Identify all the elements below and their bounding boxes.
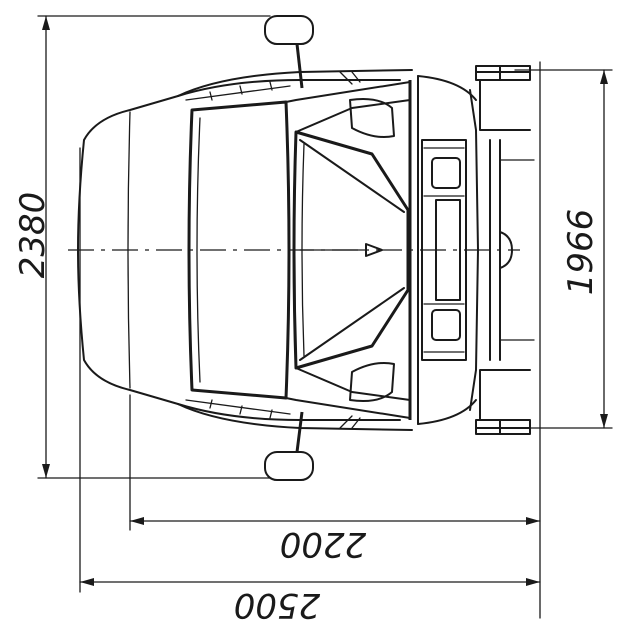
- arrow-head: [130, 517, 144, 525]
- dimension-body-width: 2200: [129, 61, 541, 619]
- hood-outline: [295, 99, 411, 401]
- frame-rail-bottom: [479, 369, 531, 421]
- windshield: [292, 130, 410, 370]
- cab-body: [77, 69, 413, 431]
- arrow-head: [526, 517, 540, 525]
- a-pillar-top: [285, 81, 411, 103]
- mirror-bottom: [264, 411, 314, 481]
- license-plate: [435, 199, 461, 301]
- headlight-top: [349, 98, 395, 138]
- wiper-bottom: [299, 287, 405, 361]
- headlight-bottom: [349, 362, 395, 402]
- dimension-label-mirror-width: 2500: [234, 585, 321, 622]
- dimension-mirror-width: 2500: [79, 147, 541, 622]
- fog-light-bottom: [431, 309, 461, 341]
- roof-ribs-bottom: [209, 399, 273, 419]
- frame-rail-top: [479, 79, 531, 131]
- mirror-head: [264, 15, 314, 45]
- body-crease-top: [339, 71, 361, 85]
- arrow-head: [80, 578, 94, 586]
- a-pillar-bottom: [285, 397, 411, 419]
- bumper-corner-bottom: [417, 399, 477, 425]
- axle-hub: [499, 231, 513, 269]
- wheel-tread-bottom: [475, 419, 531, 435]
- arrow-head: [526, 578, 540, 586]
- dimension-label-body-width: 2200: [280, 524, 367, 564]
- arrow-head: [42, 464, 50, 478]
- mirror-head: [264, 451, 314, 481]
- bumper-corner-top: [417, 75, 477, 101]
- rear-cross-member: [499, 159, 535, 341]
- arrow-head: [600, 70, 608, 84]
- roof-rail-top: [177, 79, 401, 97]
- roof-rail-bottom: [177, 403, 401, 421]
- arrow-head: [42, 16, 50, 30]
- arrow-head: [600, 414, 608, 428]
- mirror-arm: [295, 43, 304, 89]
- chassis: [475, 65, 535, 435]
- dimension-label-overall-height: 2380: [13, 192, 53, 279]
- cab-inner-outline: [127, 111, 131, 389]
- fog-light-top: [431, 157, 461, 189]
- roof-ribs-top: [209, 81, 273, 101]
- mirror-arm: [295, 411, 304, 453]
- axle-beam: [489, 139, 501, 361]
- dimension-label-wheel-track: 1966: [561, 209, 601, 296]
- wiper-top: [299, 139, 405, 213]
- grille-panel: [421, 139, 467, 361]
- roof-trim-bottom: [185, 399, 291, 415]
- wheel-tread-top: [475, 65, 531, 81]
- mirror-top: [264, 15, 314, 89]
- dimension-overall-height: 2380: [13, 15, 286, 479]
- roof-trim-top: [185, 85, 291, 101]
- body-crease-bottom: [339, 415, 361, 429]
- bumper: [469, 89, 479, 411]
- cab-outline: [77, 69, 413, 431]
- front-fascia: [408, 75, 479, 425]
- grille-slats: [423, 147, 465, 353]
- dimension-wheel-track: 1966: [514, 69, 613, 429]
- roof-panel-inner: [196, 117, 201, 383]
